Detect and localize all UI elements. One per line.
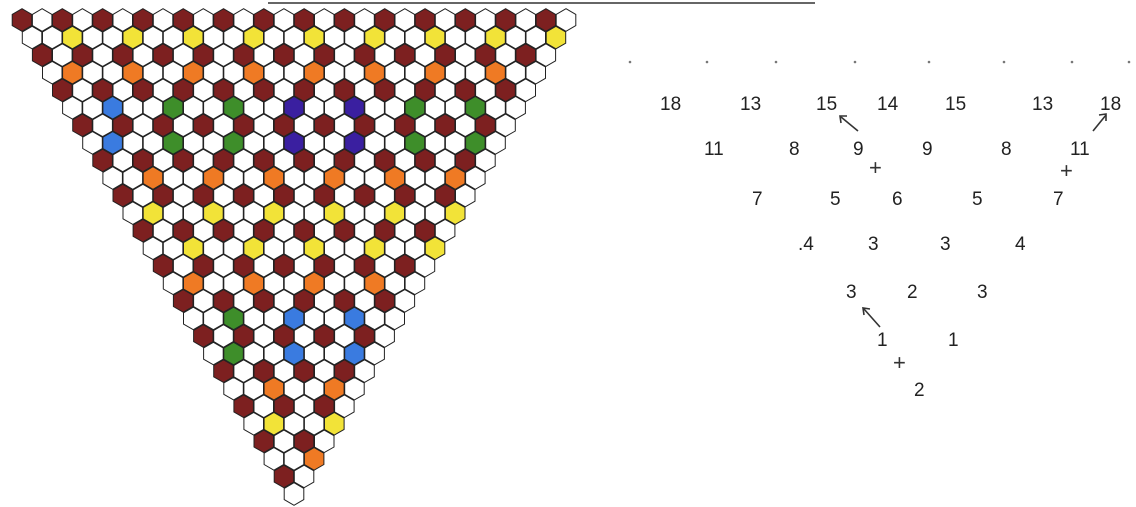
number-cell: 6 [892, 189, 903, 210]
number-cell: 13 [1032, 94, 1053, 115]
number-cell: 15 [945, 94, 966, 115]
number-cell: 3 [846, 282, 857, 303]
number-cell: 18 [660, 94, 681, 115]
number-cell: 7 [752, 189, 763, 210]
number-cell: 5 [830, 189, 841, 210]
number-triangle: 18 13 15 14 15 13 18 11 8 9 9 8 11 7 5 6… [660, 94, 1121, 401]
number-cell: 13 [740, 94, 761, 115]
number-cell: 9 [922, 139, 933, 160]
number-cell: 3 [940, 234, 951, 255]
number-cell: 11 [704, 139, 724, 160]
arrow-icon [840, 116, 858, 131]
dot-row [629, 61, 1131, 64]
plus-sign: + [1060, 158, 1073, 183]
number-cell: 11 [1070, 139, 1090, 160]
number-cell: 8 [1001, 139, 1012, 160]
number-cell: 1 [948, 330, 959, 351]
arrow-icon [1093, 114, 1106, 131]
number-cell: 3 [977, 282, 988, 303]
number-cell: 2 [907, 282, 918, 303]
number-cell: 18 [1100, 94, 1121, 115]
plus-sign: + [893, 350, 906, 375]
number-cell: 9 [853, 139, 864, 160]
number-cell: 8 [789, 139, 800, 160]
arrow-icon [863, 308, 880, 327]
plus-sign: + [869, 155, 882, 180]
hexagon-triangle [12, 9, 576, 506]
number-cell: .4 [798, 234, 814, 255]
number-cell: 15 [816, 94, 837, 115]
number-cell: 2 [914, 380, 925, 401]
number-cell: 5 [972, 189, 983, 210]
number-cell: 14 [877, 94, 899, 115]
number-cell: 1 [877, 330, 888, 351]
number-cell: 3 [868, 234, 879, 255]
number-cell: 4 [1015, 234, 1026, 255]
number-cell: 7 [1053, 189, 1064, 210]
